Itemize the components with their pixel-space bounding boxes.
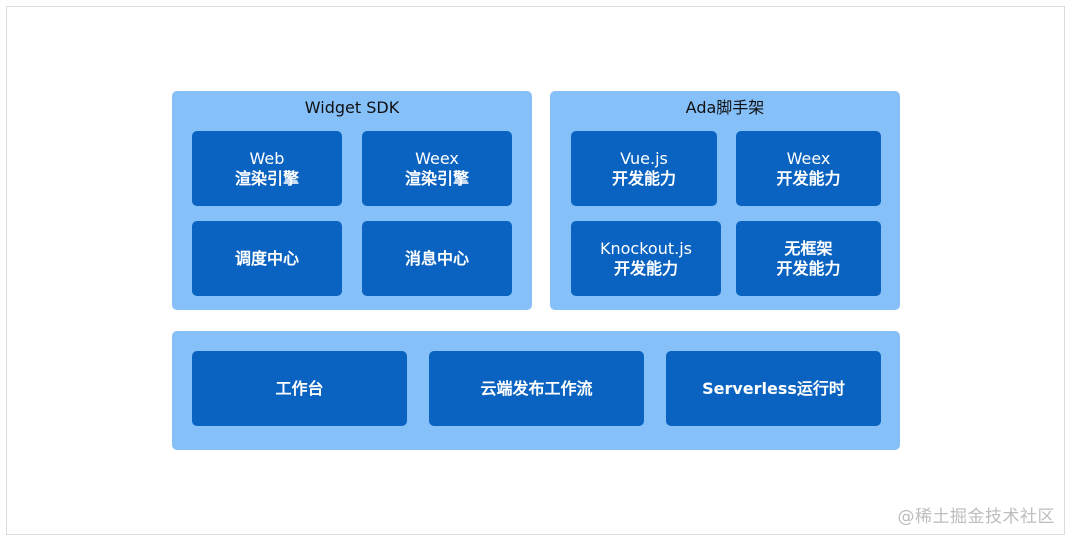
- ada-scaffold-panel: Ada脚手架 Vue.js 开发能力 Weex 开发能力 Knockout.js…: [550, 91, 900, 310]
- web-render-engine-box: Web 渲染引擎: [192, 131, 342, 206]
- box-line1: Weex: [786, 148, 831, 168]
- message-center-box: 消息中心: [362, 221, 512, 296]
- widget-sdk-title: Widget SDK: [304, 98, 400, 117]
- box-line2: 渲染引擎: [234, 168, 299, 188]
- weex-dev-box: Weex 开发能力: [736, 131, 881, 206]
- box-line2: 开发能力: [611, 168, 676, 188]
- box-label: 云端发布工作流: [480, 378, 593, 398]
- diagram-frame: [6, 6, 1065, 535]
- ada-scaffold-title: Ada脚手架: [685, 98, 765, 117]
- box-line1: Knockout.js: [600, 238, 692, 258]
- weex-render-engine-box: Weex 渲染引擎: [362, 131, 512, 206]
- box-line2: 开发能力: [776, 168, 841, 188]
- box-label: Serverless运行时: [702, 378, 845, 398]
- widget-sdk-panel: Widget SDK Web 渲染引擎 Weex 渲染引擎 调度中心 消息中心: [172, 91, 532, 310]
- knockout-dev-box: Knockout.js 开发能力: [571, 221, 721, 296]
- box-label: 调度中心: [234, 248, 299, 268]
- no-framework-dev-box: 无框架 开发能力: [736, 221, 881, 296]
- box-line1: Weex: [415, 148, 459, 168]
- box-line1: Vue.js: [620, 148, 668, 168]
- cloud-publish-workflow-box: 云端发布工作流: [429, 351, 644, 426]
- platform-panel: 工作台 云端发布工作流 Serverless运行时: [172, 331, 900, 450]
- box-line2: 开发能力: [613, 258, 678, 278]
- dispatch-center-box: 调度中心: [192, 221, 342, 296]
- workbench-box: 工作台: [192, 351, 407, 426]
- vue-dev-box: Vue.js 开发能力: [571, 131, 717, 206]
- watermark-text: @稀土掘金技术社区: [897, 507, 1055, 527]
- box-line1: Web: [249, 148, 285, 168]
- serverless-runtime-box: Serverless运行时: [666, 351, 881, 426]
- box-label: 消息中心: [404, 248, 469, 268]
- box-line2: 开发能力: [776, 258, 841, 278]
- box-label: 工作台: [275, 378, 324, 398]
- box-line1: 无框架: [784, 238, 833, 258]
- box-line2: 渲染引擎: [404, 168, 469, 188]
